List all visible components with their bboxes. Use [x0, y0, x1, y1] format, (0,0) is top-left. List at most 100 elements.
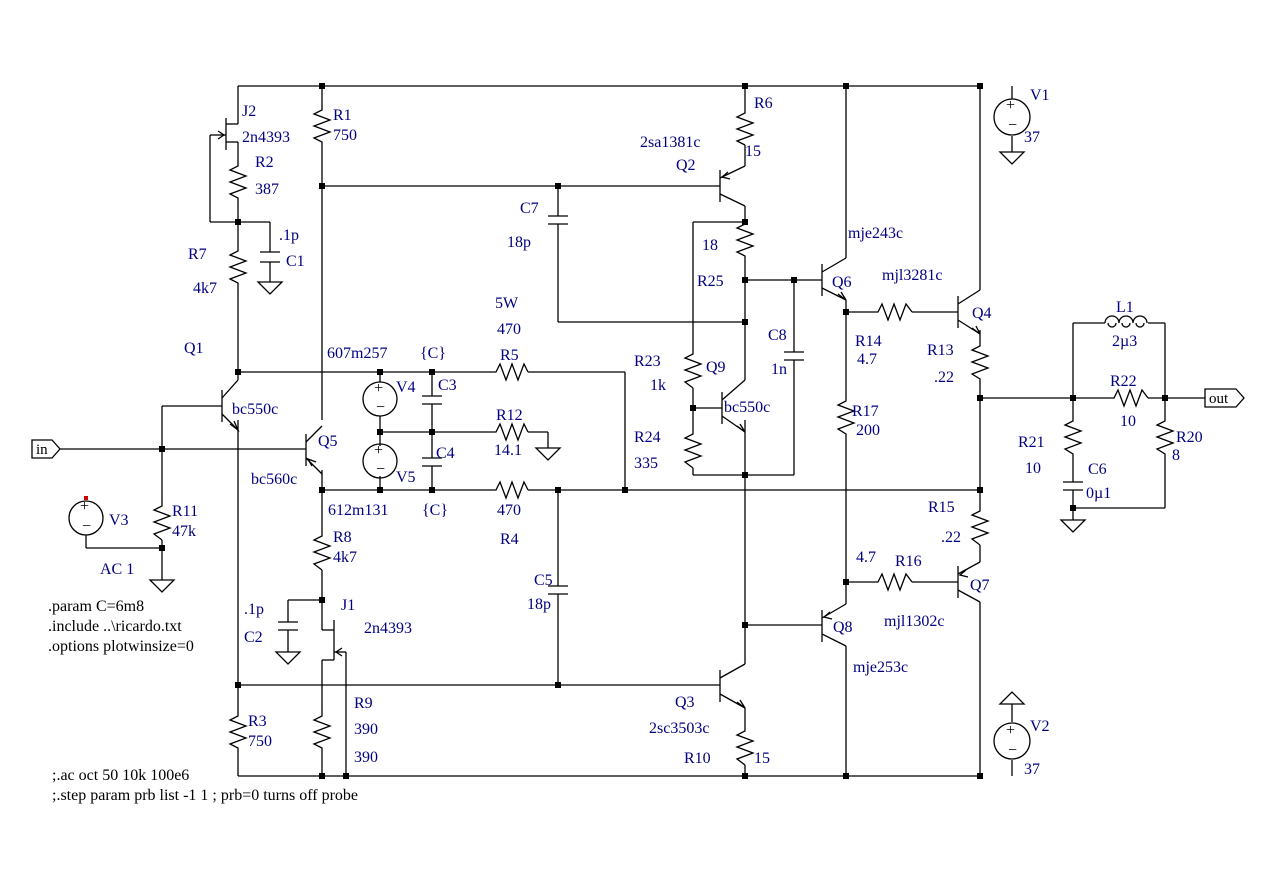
- resistor-R24: [683, 428, 703, 469]
- svg-text:−: −: [1008, 117, 1017, 134]
- value-R13: .22: [934, 369, 954, 386]
- value-V3: AC 1: [100, 561, 134, 578]
- resistors: [152, 105, 1175, 766]
- npn-transistor-Q6: [821, 257, 847, 301]
- value-R20: 8: [1172, 447, 1180, 464]
- value-R11: 47k: [172, 523, 196, 540]
- value-C4: {C}: [422, 502, 448, 519]
- component-labels: J2 2n4393 R1 750 R6 15 V1 37 R2 387 2sa1…: [100, 87, 1203, 778]
- label-J2: J2: [242, 103, 256, 120]
- value-R10: 15: [754, 750, 770, 767]
- label-R2: R2: [255, 154, 274, 171]
- pnp-transistor-Q2: [719, 165, 746, 207]
- capacitor-C7: [548, 215, 568, 225]
- label-C6: C6: [1088, 461, 1107, 478]
- resistor-R10: [735, 725, 755, 766]
- svg-text:+: +: [80, 498, 89, 515]
- port-out-label: out: [1209, 391, 1229, 407]
- label-C2: C2: [244, 629, 263, 646]
- value-R24: 335: [634, 455, 658, 472]
- capacitor-C5: [548, 585, 568, 595]
- power-R5: 5W: [495, 295, 519, 312]
- label-V2: V2: [1030, 718, 1050, 735]
- label-R7: R7: [188, 246, 207, 263]
- value-R6: 15: [745, 143, 761, 160]
- transistors: [217, 112, 981, 709]
- capacitor-C3: [422, 395, 442, 405]
- label-R15: R15: [928, 499, 955, 516]
- value-V1: 37: [1024, 129, 1040, 146]
- ground-symbol: [998, 691, 1026, 705]
- label-Q9: Q9: [706, 359, 726, 376]
- value-J2: 2n4393: [242, 129, 290, 146]
- label-V4: V4: [396, 379, 416, 396]
- resistor-R20: [1155, 415, 1175, 460]
- resistor-R12: [490, 422, 529, 442]
- svg-text:−: −: [82, 518, 91, 535]
- label-C1: C1: [286, 253, 305, 270]
- label-R8: R8: [333, 529, 352, 546]
- resistor-R17: [836, 395, 856, 440]
- resistor-R6: [735, 108, 755, 146]
- resistor-R7: [228, 245, 248, 290]
- label-Q3: Q3: [675, 694, 695, 711]
- resistor-R13: [970, 340, 990, 385]
- inductor-L1: [1104, 315, 1148, 328]
- label-V1: V1: [1030, 87, 1050, 104]
- value-J1: 2n4393: [364, 620, 412, 637]
- label-L1: L1: [1116, 299, 1134, 316]
- value-Q4: mjl3281c: [882, 267, 942, 284]
- value-R16: 4.7: [856, 549, 876, 566]
- capacitors: [260, 215, 1083, 631]
- svg-text:+: +: [374, 442, 383, 459]
- label-R9: R9: [354, 695, 373, 712]
- value-Q1: bc550c: [232, 401, 278, 418]
- port-in-label: in: [36, 442, 48, 458]
- capacitor-C4: [422, 457, 442, 467]
- resistor-R14: [872, 302, 913, 322]
- value-C1: .1p: [279, 227, 299, 244]
- label-C4: C4: [436, 445, 455, 462]
- resistor-R1: [312, 105, 332, 145]
- value-R15: .22: [941, 529, 961, 546]
- value-R25: 18: [702, 237, 718, 254]
- value-R3: 750: [248, 733, 272, 750]
- resistor-R22: [1108, 388, 1149, 408]
- label-R23: R23: [634, 353, 661, 370]
- value-R8: 4k7: [333, 549, 357, 566]
- capacitor-C2: [278, 621, 298, 631]
- label-R4: R4: [500, 531, 519, 548]
- label-Q8: Q8: [833, 619, 853, 636]
- port-in: in: [31, 439, 61, 459]
- value-R9: 390: [354, 721, 378, 738]
- label-R21: R21: [1018, 434, 1045, 451]
- label-C8: C8: [768, 327, 787, 344]
- resistor-R15: [970, 505, 990, 546]
- capacitor-C6: [1063, 481, 1083, 491]
- svg-text:−: −: [376, 399, 385, 416]
- npn-transistor-Q4: [957, 289, 981, 335]
- label-R24: R24: [634, 429, 661, 446]
- port-out: out: [1204, 388, 1245, 408]
- label-Q2: Q2: [676, 157, 696, 174]
- label-R13: R13: [927, 342, 954, 359]
- svg-text:+: +: [374, 380, 383, 397]
- value-V5: 612m131: [328, 502, 388, 519]
- svg-text:−: −: [1008, 742, 1017, 759]
- label-Q6: Q6: [832, 274, 852, 291]
- ground-symbol: [148, 579, 176, 593]
- value-Q2: 2sa1381c: [640, 134, 700, 151]
- label-Q5: Q5: [318, 433, 338, 450]
- value-C3: {C}: [420, 345, 446, 362]
- wires: [60, 85, 1205, 777]
- label-R22: R22: [1110, 373, 1137, 390]
- voltage-sources: + − + − + − + − + −: [68, 86, 1031, 760]
- value-Q5: bc560c: [251, 471, 297, 488]
- value-V2: 37: [1024, 761, 1040, 778]
- value-C6: 0µ1: [1086, 485, 1111, 502]
- value-Q9: bc550c: [724, 399, 770, 416]
- label-R11: R11: [172, 503, 198, 520]
- label-R12: R12: [496, 407, 523, 424]
- value-Q7: mjl1302c: [884, 613, 944, 630]
